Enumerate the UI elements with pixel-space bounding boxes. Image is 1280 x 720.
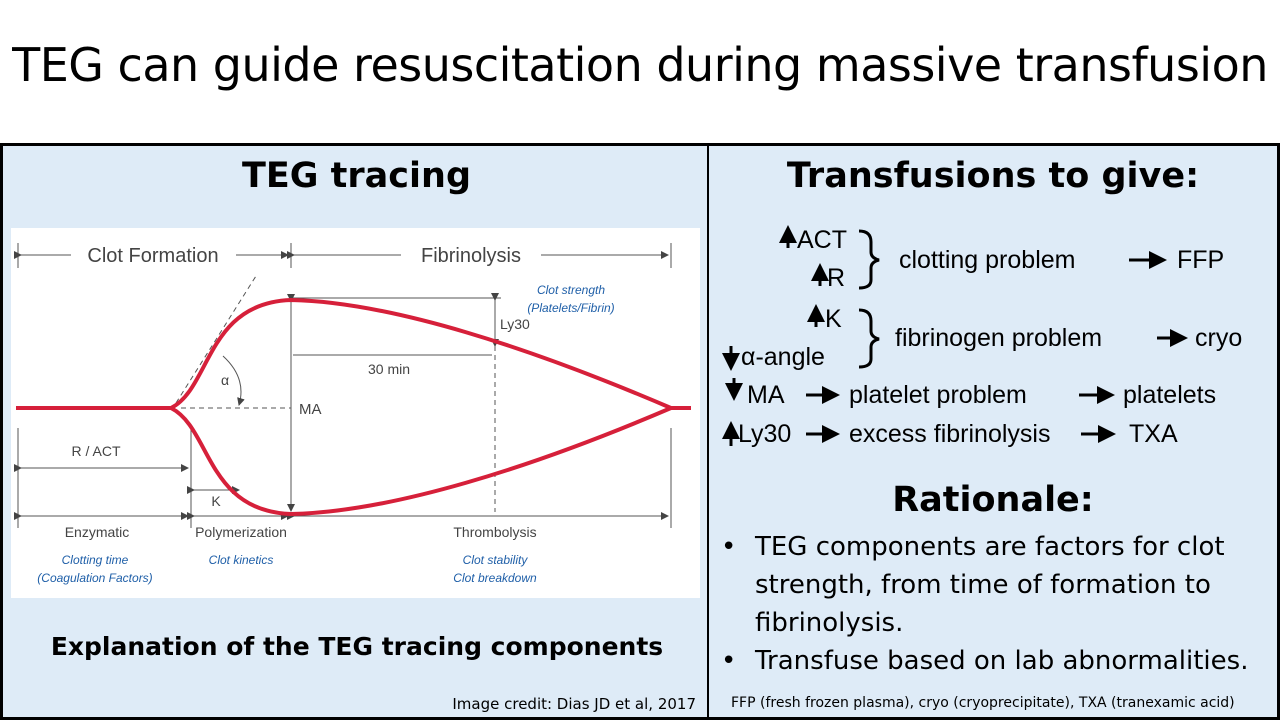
rationale-list: TEG components are factors for clot stre… — [719, 528, 1269, 680]
clot-strength-label: Clot strength — [537, 283, 605, 297]
clot-stability-label: Clot stability — [463, 553, 529, 567]
k-label: K — [211, 493, 221, 509]
alpha-label: α — [221, 372, 229, 388]
transfusions-heading: Transfusions to give: — [786, 156, 1200, 196]
alpha-angle-label: α-angle — [741, 343, 825, 371]
txa-label: TXA — [1129, 420, 1178, 448]
k-label: K — [825, 305, 842, 333]
clotting-time-label: Clotting time — [62, 553, 129, 567]
ffp-label: FFP — [1177, 246, 1224, 274]
platelets-fibrin-label: (Platelets/Fibrin) — [527, 301, 614, 315]
phase-clot-formation: Clot Formation — [87, 245, 218, 267]
transfusions-panel: Transfusions to give: ACT R clotting pro… — [707, 143, 1280, 720]
enzymatic-label: Enzymatic — [65, 524, 130, 540]
rationale-bullet: Transfuse based on lab abnormalities. — [719, 642, 1269, 680]
cryo-label: cryo — [1195, 324, 1242, 352]
rationale-heading: Rationale: — [892, 480, 1094, 520]
thrombolysis-label: Thrombolysis — [453, 524, 536, 540]
clot-kinetics-label: Clot kinetics — [209, 553, 274, 567]
teg-diagram-svg: Clot Formation Fibrinolysis Clot strengt… — [14, 243, 691, 585]
brace-icon — [858, 308, 880, 369]
act-label: ACT — [797, 226, 847, 254]
diagram-caption: Explanation of the TEG tracing component… — [50, 632, 664, 661]
coag-factors-label: (Coagulation Factors) — [37, 571, 152, 585]
slide-title: TEG can guide resuscitation during massi… — [12, 38, 1268, 92]
polymerization-label: Polymerization — [195, 524, 287, 540]
teg-tracing-heading: TEG tracing — [241, 156, 472, 196]
teg-tracing-panel: TEG tracing — [0, 143, 712, 720]
teg-curve — [16, 297, 691, 410]
r-label: R — [827, 264, 845, 292]
teg-curve-lower — [170, 406, 672, 517]
abbreviation-footnote: FFP (fresh frozen plasma), cryo (cryopre… — [731, 695, 1235, 711]
r-act-label: R / ACT — [71, 443, 120, 459]
teg-diagram: Clot Formation Fibrinolysis Clot strengt… — [11, 228, 700, 598]
transfusion-rules: ACT R clotting problem FFP K α-angle fib… — [722, 225, 1242, 448]
ly30-label: Ly30 — [500, 316, 530, 332]
ma-label: MA — [299, 401, 322, 418]
clot-breakdown-label: Clot breakdown — [453, 571, 537, 585]
platelets-label: platelets — [1123, 381, 1216, 409]
ly30-label: Ly30 — [738, 420, 791, 448]
thirty-min-label: 30 min — [368, 361, 410, 377]
ma-label: MA — [747, 381, 785, 409]
platelet-problem-label: platelet problem — [849, 381, 1027, 409]
fibrinogen-problem-label: fibrinogen problem — [895, 324, 1102, 352]
image-credit: Image credit: Dias JD et al, 2017 — [452, 695, 696, 713]
rationale-bullet: TEG components are factors for clot stre… — [719, 528, 1269, 642]
excess-fibrinolysis-label: excess fibrinolysis — [849, 420, 1050, 448]
phase-fibrinolysis: Fibrinolysis — [421, 245, 521, 267]
brace-icon — [858, 229, 880, 290]
clotting-problem-label: clotting problem — [899, 246, 1075, 274]
